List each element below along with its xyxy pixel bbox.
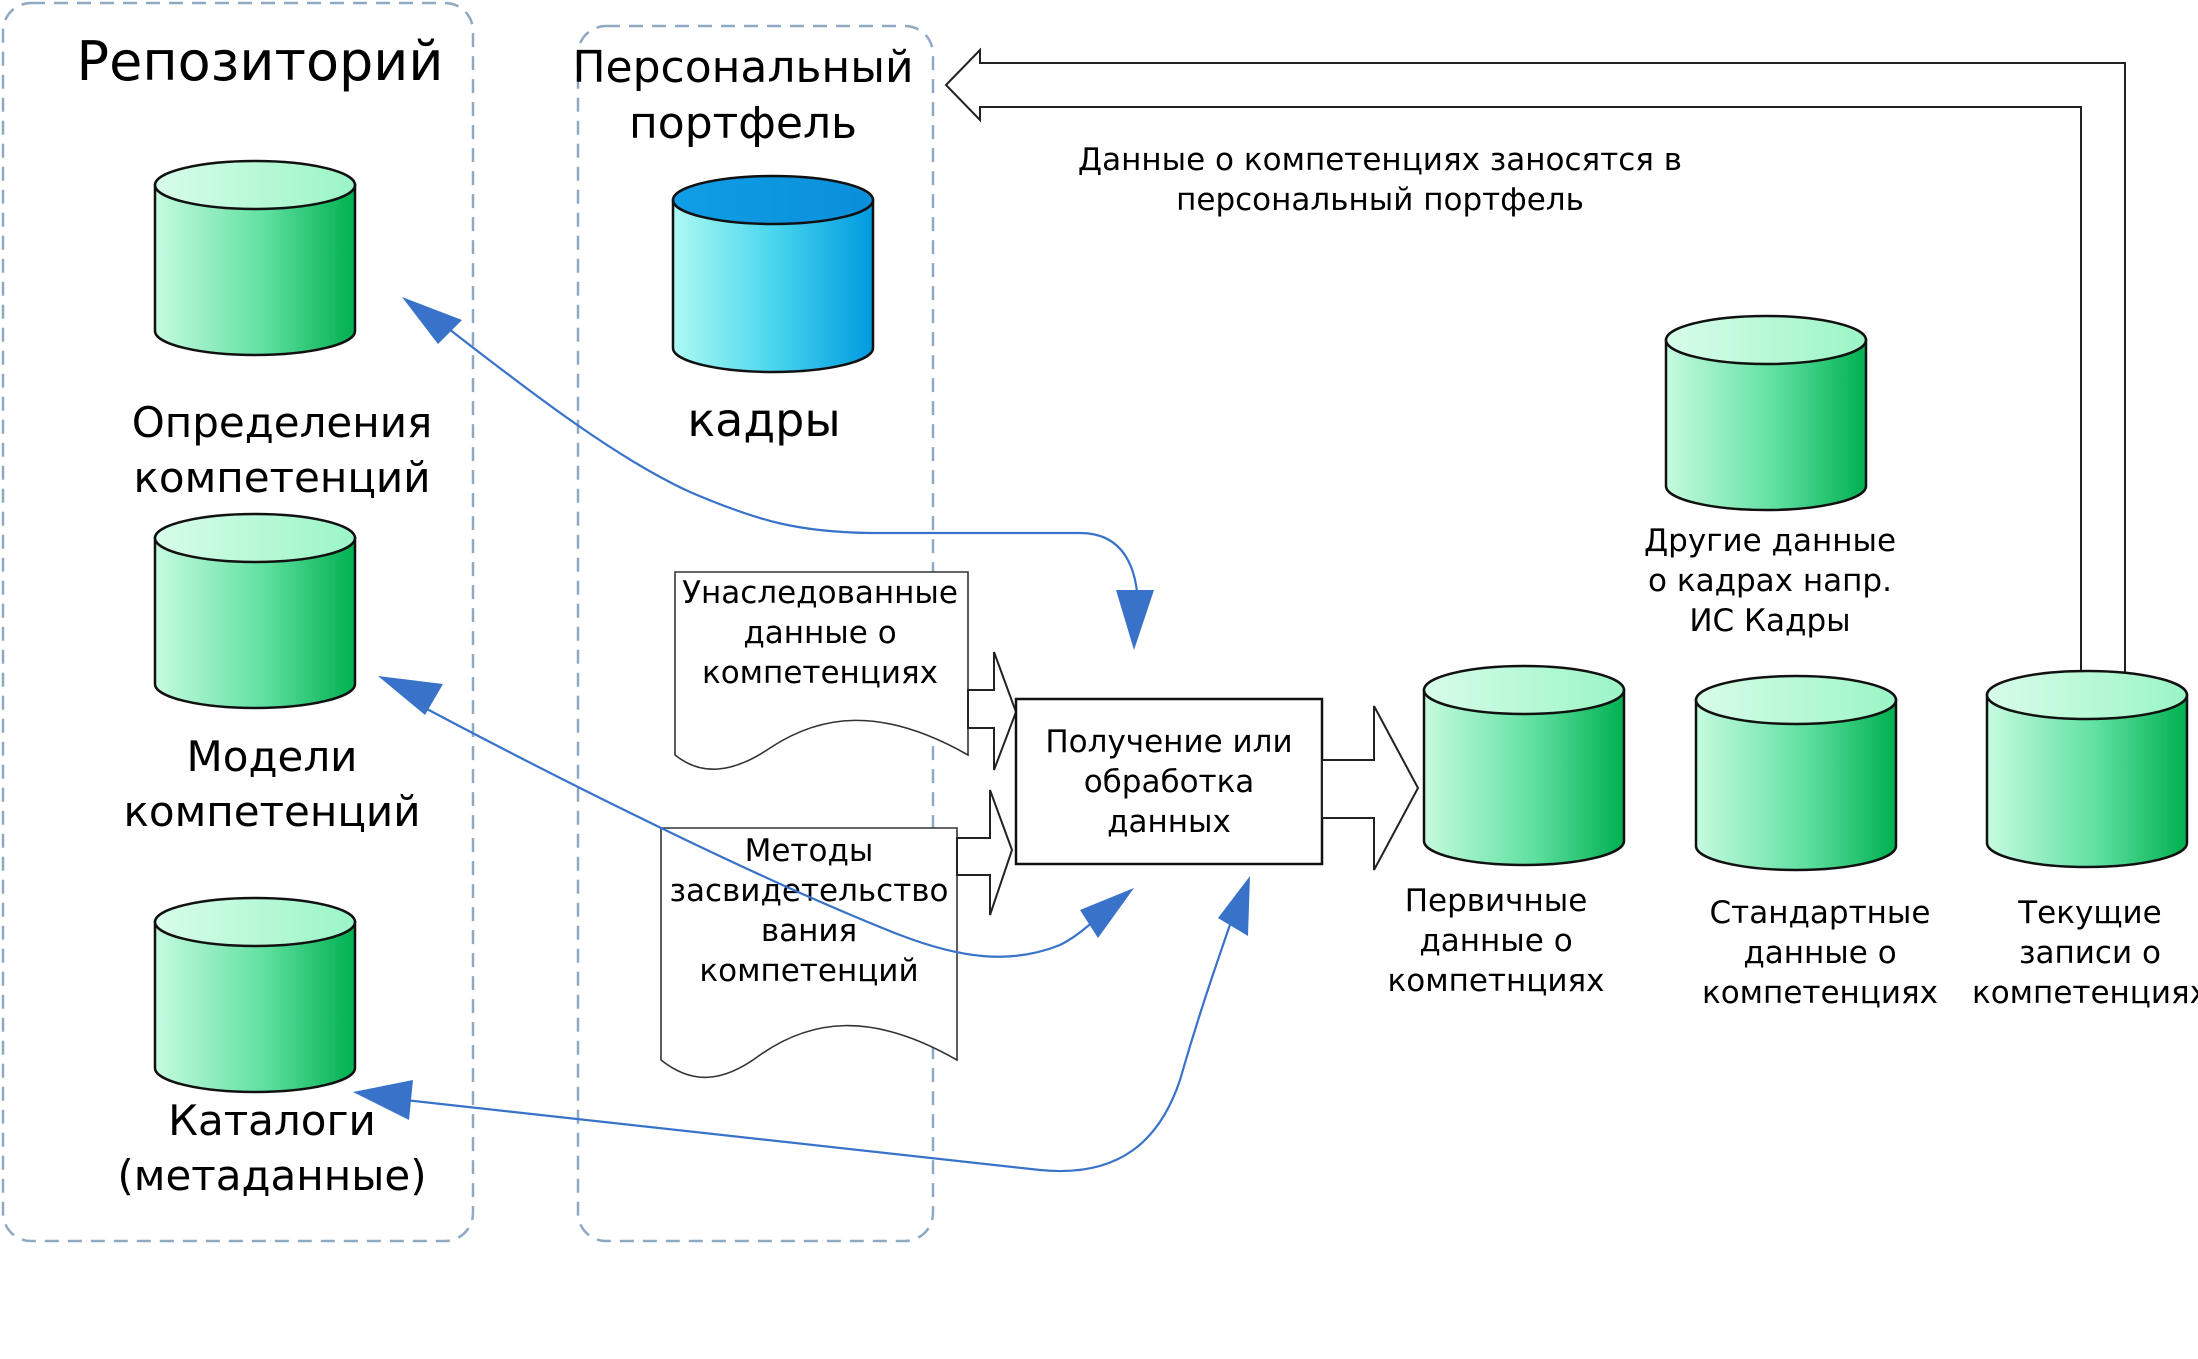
models-label-line1: Модели [187, 732, 358, 781]
database-cylinder-icon [1694, 674, 1898, 872]
standard-label-line3: компетенциях [1702, 975, 1938, 1011]
database-cylinder-icon [1422, 664, 1626, 867]
other-data-label-line2: о кадрах напр. [1648, 563, 1892, 599]
database-cylinder-icon [153, 159, 357, 357]
repository-group [1, 1, 475, 1243]
other-data-label-line1: Другие данные [1644, 523, 1896, 559]
database-cylinder-icon [153, 896, 357, 1094]
process-label-line3: данных [1107, 804, 1231, 840]
feedback-arrow [944, 47, 2126, 678]
models-label-line2: компетенций [124, 787, 421, 836]
repository-title: Репозиторий [77, 30, 444, 93]
methods-document [660, 827, 958, 1079]
standard-label-line1: Стандартные [1710, 895, 1931, 931]
feedback-note-line1: Данные о компетенциях заносятся в [1078, 142, 1682, 178]
methods-document-line4: компетенций [699, 953, 918, 989]
process-to-primary-arrow [1321, 705, 1420, 871]
process-top-arrowhead [1116, 590, 1154, 650]
definitions-label-line1: Определения [132, 398, 433, 447]
definitions-process-connector [439, 321, 1144, 611]
database-cylinder-icon [671, 174, 875, 374]
standard-label-line2: данные о [1743, 935, 1896, 971]
portfolio-title-line2: портфель [629, 98, 857, 149]
process-label-line2: обработка [1084, 764, 1255, 800]
feedback-note-line2: персональный портфель [1176, 182, 1584, 218]
definitions-arrowhead [402, 297, 462, 344]
inherited-to-process-arrow [967, 651, 1018, 771]
inherited-document-line2: данные о [743, 615, 896, 651]
database-cylinder-icon [153, 512, 357, 710]
catalogs-arrowhead [353, 1080, 413, 1120]
primary-label-line3: компетнциях [1388, 963, 1605, 999]
definitions-label-line2: компетенций [134, 453, 431, 502]
methods-document-line1: Методы [745, 833, 874, 869]
models-arrowhead [378, 676, 443, 715]
inherited-document [674, 571, 969, 771]
catalogs-label-line2: (метаданные) [117, 1151, 426, 1200]
methods-document-line3: вания [761, 913, 857, 949]
methods-document-line2: засвидетельство [670, 873, 949, 909]
staff-label: кадры [687, 393, 840, 447]
portfolio-title-line1: Персональный [572, 42, 913, 93]
process-label-line1: Получение или [1045, 724, 1292, 760]
process-box [1014, 697, 1324, 866]
other-data-label-line3: ИС Кадры [1689, 603, 1850, 639]
methods-to-process-arrow [956, 789, 1014, 916]
inherited-document-line1: Унаследованные [682, 575, 958, 611]
current-label-line3: компетенциях [1972, 975, 2198, 1011]
current-label-line2: записи о [2019, 935, 2161, 971]
process-bottom-left-arrowhead [1080, 888, 1134, 938]
models-process-connector [409, 699, 1111, 958]
primary-label-line2: данные о [1419, 923, 1572, 959]
current-label-line1: Текущие [2017, 895, 2162, 931]
primary-label-line1: Первичные [1405, 883, 1588, 919]
database-cylinder-icon [1985, 669, 2189, 869]
inherited-document-line3: компетенциях [702, 655, 938, 691]
database-cylinder-icon [1664, 314, 1868, 512]
catalogs-label-line1: Каталоги [168, 1096, 376, 1145]
process-bottom-right-arrowhead [1218, 876, 1250, 936]
catalogs-process-connector [404, 909, 1237, 1173]
